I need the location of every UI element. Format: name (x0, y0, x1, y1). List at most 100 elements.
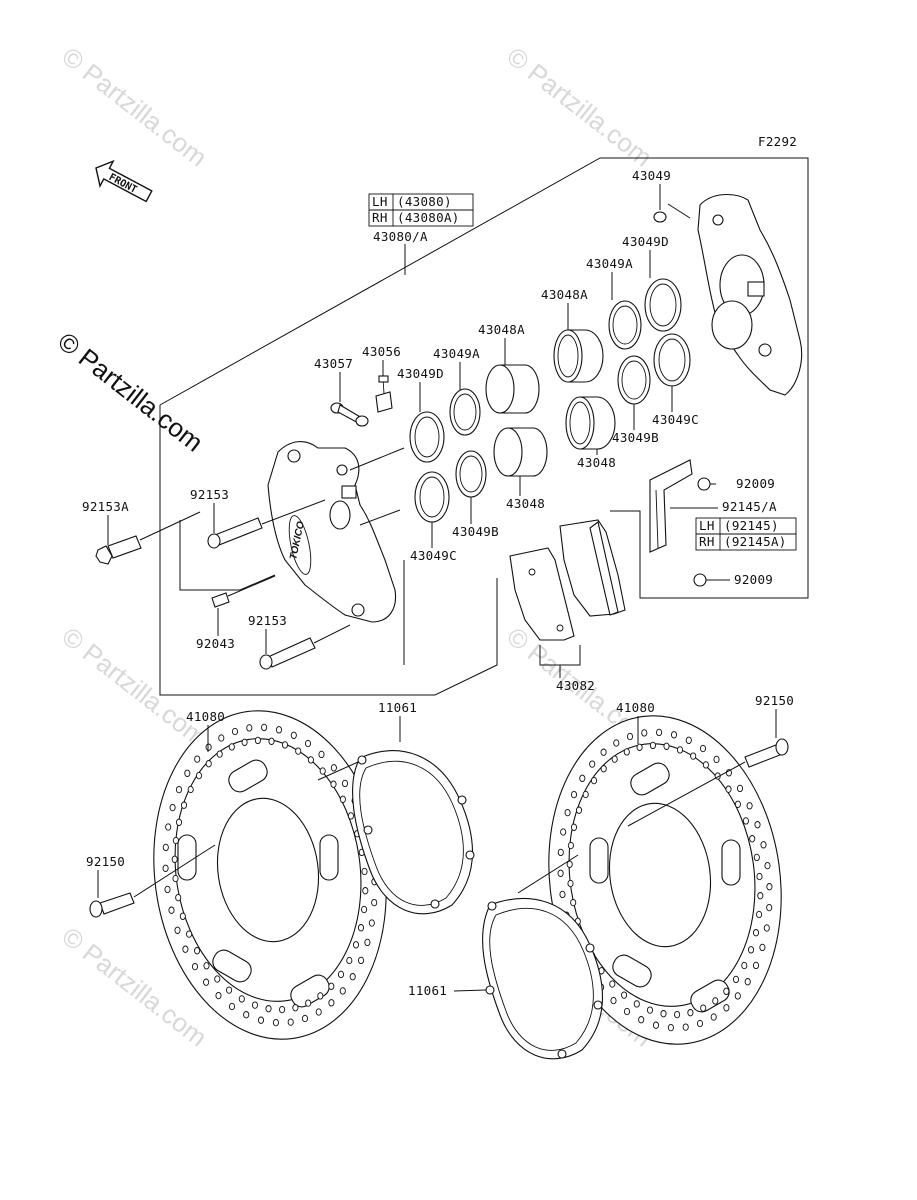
drilled-hole (736, 784, 744, 793)
drilled-hole (364, 938, 371, 947)
drilled-hole (756, 872, 763, 881)
drilled-hole (747, 946, 755, 954)
drilled-hole (567, 841, 574, 850)
callout-43049: 43049 (632, 168, 671, 183)
drilled-hole (723, 1004, 730, 1012)
drilled-hole (766, 883, 773, 891)
drilled-hole (361, 867, 368, 876)
callout-92153-bottom: 92153 (248, 613, 287, 628)
bolt-92150-right (744, 738, 789, 768)
drilled-hole (682, 1023, 689, 1031)
drilled-hole (700, 1004, 707, 1012)
drilled-hole (238, 995, 245, 1003)
side-label: RH (699, 534, 715, 549)
drilled-hole (656, 728, 663, 737)
part-number: (43080A) (397, 210, 460, 225)
bolt-92009-bottom (693, 573, 730, 587)
drilled-hole (646, 1006, 654, 1014)
callout-11061-top: 11061 (378, 700, 417, 715)
drilled-hole (633, 1000, 640, 1008)
drilled-hole (275, 726, 283, 734)
seal-43049B-right (617, 355, 651, 405)
callout-92150-left: 92150 (86, 854, 125, 869)
drilled-hole (174, 926, 181, 934)
drilled-hole (241, 738, 248, 746)
seal-43049A-right (608, 300, 642, 350)
watermark: © Partzilla.com (56, 41, 213, 173)
drilled-hole (610, 996, 617, 1005)
drilled-hole (228, 743, 235, 751)
drilled-hole (687, 1009, 694, 1017)
drilled-hole (641, 729, 648, 737)
watermark: © Partzilla.com (56, 621, 213, 753)
callout-41080-left: 41080 (186, 709, 225, 724)
drilled-hole (564, 808, 571, 817)
drilled-hole (205, 760, 212, 768)
drilled-hole (667, 1023, 674, 1032)
bolt-92153A (95, 535, 142, 565)
drilled-hole (162, 864, 169, 872)
seal-43049D-right (644, 278, 682, 332)
caliper-inner-half: TOKICO (267, 441, 397, 623)
callout-43049D-right: 43049D (622, 234, 669, 249)
seal-43049D-left (409, 411, 445, 463)
drilled-hole (713, 755, 720, 764)
drilled-hole (254, 736, 261, 745)
drilled-hole (168, 906, 175, 914)
drilled-hole (611, 755, 618, 763)
front-arrow-icon: FRONT (95, 159, 153, 203)
bolt-92153-top (207, 517, 263, 549)
drilled-hole (330, 780, 337, 788)
drilled-hole (214, 975, 221, 983)
drilled-hole (626, 732, 634, 741)
drilled-hole (295, 747, 302, 755)
callout-41080-right: 41080 (616, 700, 655, 715)
bleeder-valve-43056 (375, 375, 393, 413)
drilled-hole (339, 987, 346, 995)
drilled-hole (752, 961, 760, 970)
part-number: (92145) (724, 518, 779, 533)
leader-line (453, 989, 487, 992)
cap-43057 (330, 402, 369, 427)
drilled-hole (162, 843, 169, 852)
callout-92153-top: 92153 (190, 487, 229, 502)
drilled-hole (265, 1005, 272, 1013)
brake-disc-right (548, 715, 782, 1045)
drilled-hole (330, 764, 337, 772)
drilled-hole (186, 930, 193, 938)
bolt-92153-bottom (259, 637, 316, 670)
drilled-hole (763, 924, 770, 932)
brake-pad-rear (559, 519, 626, 617)
piston-43048A-mid (485, 364, 540, 414)
gasket-11061-bottom (482, 898, 603, 1060)
callout-11061-bottom: 11061 (408, 983, 447, 998)
drilled-hole (690, 752, 697, 760)
callout-43056: 43056 (362, 344, 401, 359)
drilled-hole (362, 887, 369, 895)
drilled-hole (357, 956, 365, 965)
leader-line (139, 511, 201, 541)
drilled-hole (272, 1018, 279, 1027)
drilled-hole (676, 746, 684, 754)
callout-43048A-mid: 43048A (478, 322, 525, 337)
callout-43049B-mid: 43049B (452, 524, 499, 539)
drilled-hole (696, 1019, 704, 1028)
drilled-hole (638, 1016, 645, 1024)
drilled-hole (746, 802, 753, 810)
drilled-hole (315, 1008, 322, 1016)
drilled-hole (754, 821, 761, 829)
drilled-hole (251, 1001, 259, 1009)
drilled-hole (663, 742, 670, 750)
drilled-hole (279, 1005, 286, 1014)
drilled-hole (172, 836, 179, 845)
drilled-hole (290, 731, 297, 739)
drilled-hole (319, 767, 326, 775)
callout-43049A-mid: 43049A (433, 346, 480, 361)
drilled-hole (760, 841, 767, 849)
callout-92150-right: 92150 (755, 693, 794, 708)
leader-line (349, 447, 405, 471)
leader-line (239, 574, 276, 591)
drilled-hole (371, 898, 378, 907)
drilled-hole (759, 943, 766, 952)
drilled-hole (557, 869, 564, 877)
